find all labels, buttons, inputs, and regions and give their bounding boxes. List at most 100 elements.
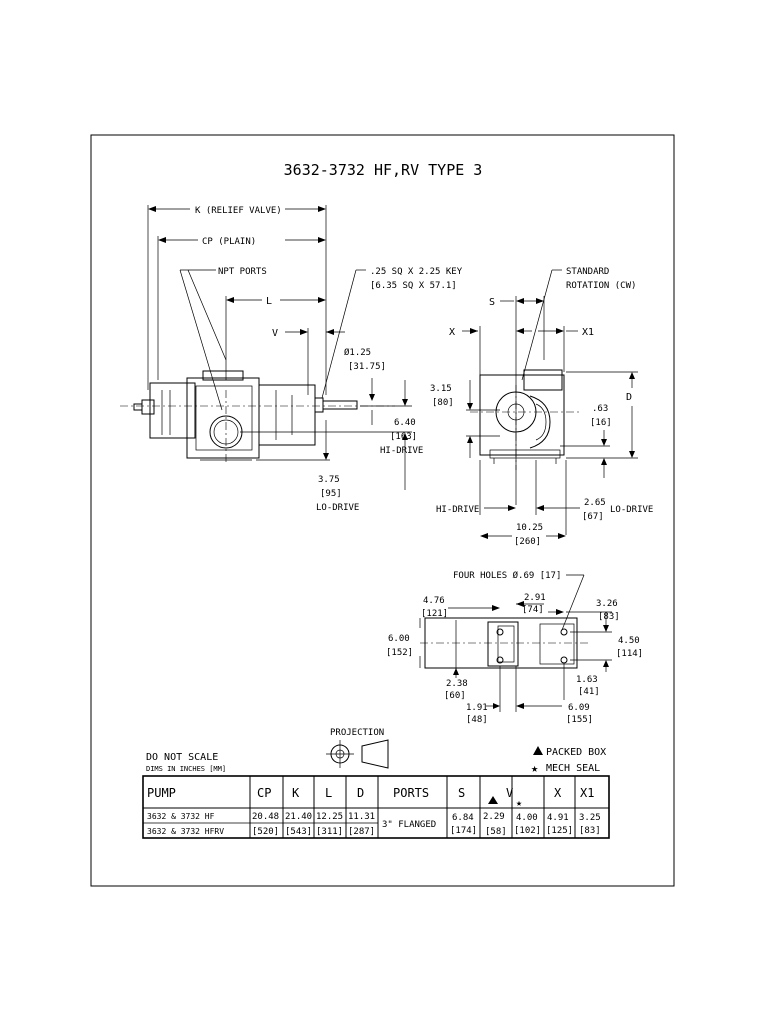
x-value: 4.91	[547, 813, 569, 823]
d609: 6.09	[568, 703, 590, 713]
v-star-value-mm: [102]	[514, 826, 541, 836]
key-line1: .25 SQ X 2.25 KEY	[370, 267, 463, 277]
mech-seal-label: MECH SEAL	[546, 763, 600, 774]
dimension-table: PUMP CP K L D PORTS S V ★ X X1 3632 & 37…	[142, 775, 610, 839]
x1-label: X1	[582, 327, 594, 338]
end-hi-drive-label: HI-DRIVE	[436, 505, 479, 515]
side-view: K (RELIEF VALVE) CP (PLAIN) NPT PORTS L …	[120, 205, 463, 513]
col-v: V	[506, 786, 513, 800]
col-x: X	[554, 786, 562, 800]
col-ports: PORTS	[393, 786, 429, 800]
d600: 6.00	[388, 634, 410, 644]
w265-mm: [67]	[582, 512, 604, 522]
shaft-dia-mm: [31.75]	[348, 362, 386, 372]
col-pump: PUMP	[147, 786, 176, 800]
cp-label: CP (PLAIN)	[202, 237, 256, 247]
h63-mm: [16]	[590, 418, 612, 428]
notes: PROJECTION DO NOT SCALE DIMS IN INCHES […	[146, 728, 606, 775]
col-v-triangle-icon	[488, 796, 498, 804]
d476: 4.76	[423, 596, 445, 606]
row2-cp: [520]	[252, 827, 279, 837]
row1-pump: 3632 & 3732 HF	[147, 812, 215, 821]
s-value-mm: [174]	[450, 826, 477, 836]
row1-v: 2.29	[483, 812, 505, 822]
shaft-dia: Ø1.25	[344, 347, 371, 358]
col-x1: X1	[580, 786, 594, 800]
h315: 3.15	[430, 384, 452, 394]
row2-v: [58]	[485, 827, 507, 837]
s-label: S	[489, 297, 495, 308]
x1-value: 3.25	[579, 813, 601, 823]
drawing-title: 3632-3732 HF,RV TYPE 3	[284, 161, 483, 179]
lo-drive-label: LO-DRIVE	[316, 503, 359, 513]
sheet-border	[90, 134, 675, 887]
col-d: D	[357, 786, 364, 800]
row1-cp: 20.48	[252, 812, 279, 822]
lo-drive-dim: 3.75	[318, 475, 340, 485]
d163-mm: [41]	[578, 687, 600, 697]
hi-drive-dim-mm: [163]	[390, 432, 417, 442]
s-value: 6.84	[452, 813, 474, 823]
x1-value-mm: [83]	[579, 826, 601, 836]
row1-d: 11.31	[348, 812, 375, 822]
col-v-star-icon: ★	[516, 798, 522, 809]
d450: 4.50	[618, 636, 640, 646]
row2-pump: 3632 & 3732 HFRV	[147, 827, 224, 836]
w265: 2.65	[584, 498, 606, 508]
row2-d: [287]	[348, 827, 375, 837]
x-value-mm: [125]	[546, 826, 573, 836]
do-not-scale: DO NOT SCALE	[146, 752, 218, 763]
l-label: L	[266, 296, 272, 307]
npt-label: NPT PORTS	[218, 267, 267, 277]
foot-view: FOUR HOLES Ø.69 [17] 4.76 [121] 2.91 [74…	[386, 570, 643, 725]
d-label: D	[626, 392, 632, 403]
row2-l: [311]	[316, 827, 343, 837]
ports-value: 3" FLANGED	[382, 820, 436, 830]
table-row: 3632 & 3732 HFRV [520] [543] [311] [287]…	[147, 827, 507, 837]
d191: 1.91	[466, 703, 488, 713]
col-l: L	[325, 786, 332, 800]
hi-drive-label: HI-DRIVE	[380, 446, 423, 456]
projection-label: PROJECTION	[330, 728, 384, 738]
d191-mm: [48]	[466, 715, 488, 725]
row1-k: 21.40	[285, 812, 312, 822]
x-label: X	[449, 327, 455, 338]
d238-mm: [60]	[444, 691, 466, 701]
table-row: 3632 & 3732 HF 20.48 21.40 12.25 11.31 2…	[147, 812, 505, 822]
d450-mm: [114]	[616, 649, 643, 659]
dims-note: DIMS IN INCHES [MM]	[146, 765, 226, 773]
triangle-icon	[533, 746, 543, 755]
w1025: 10.25	[516, 523, 543, 533]
d238: 2.38	[446, 679, 468, 689]
d163: 1.63	[576, 675, 598, 685]
row2-k: [543]	[285, 827, 312, 837]
d326: 3.26	[596, 599, 618, 609]
k-label: K (RELIEF VALVE)	[195, 206, 282, 216]
col-k: K	[292, 786, 300, 800]
d326-mm: [83]	[598, 612, 620, 622]
end-lo-drive-label: LO-DRIVE	[610, 505, 653, 515]
hi-drive-dim: 6.40	[394, 418, 416, 428]
v-star-value: 4.00	[516, 813, 538, 823]
d291-mm: [74]	[522, 605, 544, 615]
star-icon: ★	[531, 761, 538, 775]
packed-box-label: PACKED BOX	[546, 747, 606, 758]
col-cp: CP	[257, 786, 271, 800]
d291: 2.91	[524, 593, 546, 603]
row1-l: 12.25	[316, 812, 343, 822]
d609-mm: [155]	[566, 715, 593, 725]
rotation-line1: STANDARD	[566, 267, 609, 277]
h315-mm: [80]	[432, 398, 454, 408]
col-s: S	[458, 786, 465, 800]
projection-cone	[361, 739, 389, 769]
end-view: STANDARD ROTATION (CW) S X X1	[430, 267, 653, 547]
lo-drive-dim-mm: [95]	[320, 489, 342, 499]
d600-mm: [152]	[386, 648, 413, 658]
h63: .63	[592, 404, 608, 414]
rotation-line2: ROTATION (CW)	[566, 281, 636, 291]
v-label: V	[272, 328, 278, 339]
four-holes-label: FOUR HOLES Ø.69 [17]	[453, 570, 561, 581]
key-line2: [6.35 SQ X 57.1]	[370, 281, 457, 291]
